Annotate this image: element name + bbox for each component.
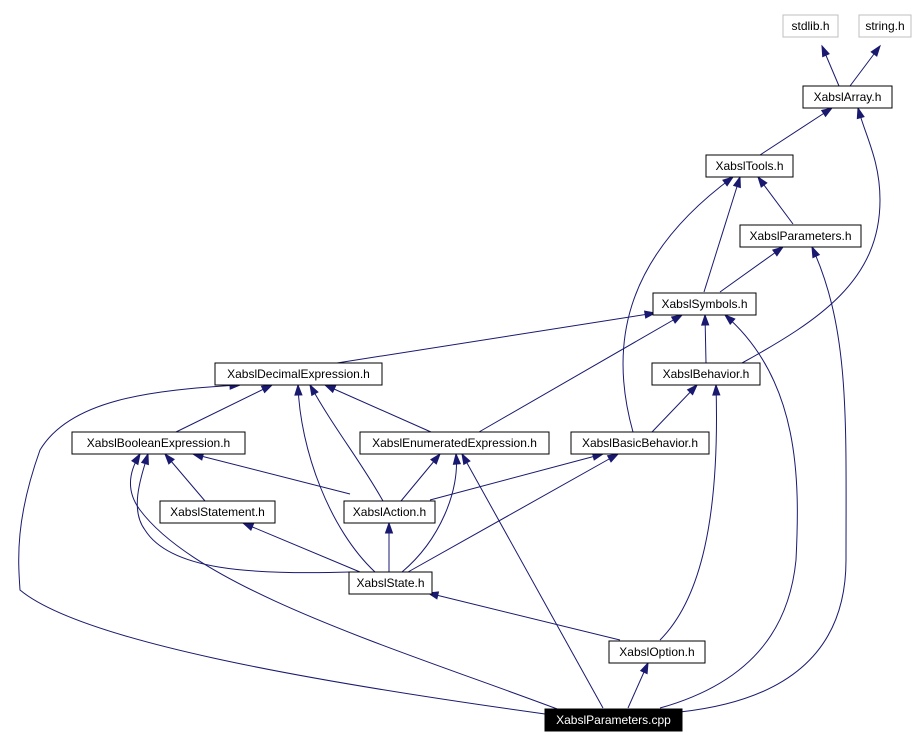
node-tools[interactable]: XabslTools.h xyxy=(705,154,794,178)
node-statement[interactable]: XabslStatement.h xyxy=(159,500,276,524)
edge-behavior-array-arrowhead xyxy=(856,106,865,120)
node-stdlib-label: stdlib.h xyxy=(791,19,829,33)
node-option-label: XabslOption.h xyxy=(619,645,694,659)
edge-tools-array xyxy=(759,107,833,156)
edge-statement-boolean-arrowhead xyxy=(164,452,175,465)
edge-basicbehavior-tools xyxy=(622,176,734,433)
edge-option-behavior xyxy=(659,384,717,641)
edge-enumerated-decimal-arrowhead xyxy=(323,384,337,394)
node-behavior-label: XabslBehavior.h xyxy=(663,367,750,381)
node-state[interactable]: XabslState.h xyxy=(348,571,433,595)
edge-state-boolean xyxy=(136,453,351,574)
node-state-label: XabslState.h xyxy=(356,576,424,590)
edge-tools-array-arrowhead xyxy=(820,107,834,118)
edge-enumerated-decimal xyxy=(324,384,432,433)
edge-array-stdlib-arrowhead xyxy=(821,44,830,58)
node-decimal-expression[interactable]: XabslDecimalExpression.h xyxy=(214,362,383,386)
edge-state-decimal-arrowhead xyxy=(294,383,303,396)
edge-behavior-symbols-arrowhead xyxy=(701,313,710,326)
node-action-label: XabslAction.h xyxy=(353,505,426,519)
node-layer: stdlib.h string.h XabslArray.h XabslTool… xyxy=(71,14,912,732)
edge-state-decimal xyxy=(297,384,376,573)
node-parameters-h[interactable]: XabslParameters.h xyxy=(739,224,862,248)
edge-cpp-symbols xyxy=(659,314,798,709)
edge-symbols-tools xyxy=(703,176,741,293)
node-boolean-expression-label: XabslBooleanExpression.h xyxy=(87,436,230,450)
edge-action-enumerated-arrowhead xyxy=(430,452,441,465)
edge-array-string-arrowhead xyxy=(870,44,881,57)
edge-parameters-tools-arrowhead xyxy=(757,175,768,188)
node-symbols[interactable]: XabslSymbols.h xyxy=(652,292,757,316)
edge-cpp-enumerated xyxy=(461,453,604,709)
edge-layer xyxy=(18,44,881,715)
edge-state-enumerated xyxy=(401,453,458,573)
edge-cpp-parameters xyxy=(679,246,847,713)
edge-symbols-tools-arrowhead xyxy=(732,175,741,189)
node-parameters-cpp[interactable]: XabslParameters.cpp xyxy=(544,708,683,732)
edge-cpp-parameters-arrowhead xyxy=(811,245,821,259)
edge-action-decimal-arrowhead xyxy=(309,383,319,397)
edge-cpp-boolean-arrowhead xyxy=(131,452,141,466)
edge-state-boolean-arrowhead xyxy=(140,452,149,466)
edge-state-statement-arrowhead xyxy=(241,522,255,531)
node-boolean-expression[interactable]: XabslBooleanExpression.h xyxy=(71,431,246,455)
edge-cpp-symbols-arrowhead xyxy=(723,313,736,326)
edge-behavior-array xyxy=(741,107,881,364)
node-basic-behavior[interactable]: XabslBasicBehavior.h xyxy=(570,431,710,455)
edge-state-statement xyxy=(242,522,361,573)
edge-basicbehavior-behavior xyxy=(651,384,698,433)
edge-basicbehavior-tools-arrowhead xyxy=(722,176,735,187)
edge-cpp-enumerated-arrowhead xyxy=(461,452,471,466)
edge-state-basicbehavior-arrowhead xyxy=(606,453,620,463)
edge-state-action-arrowhead xyxy=(384,521,394,534)
edge-symbols-parameters xyxy=(719,246,784,293)
node-array-label: XabslArray.h xyxy=(814,90,882,104)
node-enumerated-expression[interactable]: XabslEnumeratedExpression.h xyxy=(359,431,550,455)
edge-state-enumerated-arrowhead xyxy=(452,452,462,465)
node-decimal-expression-label: XabslDecimalExpression.h xyxy=(227,367,370,381)
edge-enumerated-symbols xyxy=(478,314,683,433)
edge-boolean-decimal xyxy=(175,384,273,433)
node-string[interactable]: string.h xyxy=(858,14,912,38)
edge-option-state xyxy=(427,592,621,641)
edge-action-basicbehavior xyxy=(429,453,604,501)
edge-enumerated-symbols-arrowhead xyxy=(670,314,684,324)
node-action[interactable]: XabslAction.h xyxy=(343,500,436,524)
node-symbols-label: XabslSymbols.h xyxy=(661,297,747,311)
edge-symbols-parameters-arrowhead xyxy=(771,246,785,257)
node-parameters-h-label: XabslParameters.h xyxy=(749,229,851,243)
node-statement-label: XabslStatement.h xyxy=(170,505,265,519)
edge-cpp-boolean xyxy=(130,453,561,711)
edge-action-decimal xyxy=(309,384,384,502)
node-string-label: string.h xyxy=(865,19,904,33)
edge-state-basicbehavior xyxy=(407,453,619,573)
node-parameters-cpp-label: XabslParameters.cpp xyxy=(556,713,671,727)
edge-cpp-decimal xyxy=(18,384,546,715)
edge-action-boolean xyxy=(192,453,351,495)
node-tools-label: XabslTools.h xyxy=(715,159,783,173)
node-basic-behavior-label: XabslBasicBehavior.h xyxy=(582,436,698,450)
edge-boolean-decimal-arrowhead xyxy=(260,384,274,394)
edge-decimal-symbols xyxy=(336,312,656,364)
node-array[interactable]: XabslArray.h xyxy=(802,85,893,109)
edge-basicbehavior-behavior-arrowhead xyxy=(686,383,699,396)
node-stdlib[interactable]: stdlib.h xyxy=(782,14,839,38)
edge-option-behavior-arrowhead xyxy=(712,383,721,396)
edge-decimal-symbols-arrowhead xyxy=(643,310,657,319)
node-option[interactable]: XabslOption.h xyxy=(608,640,706,664)
node-behavior[interactable]: XabslBehavior.h xyxy=(651,362,761,386)
node-enumerated-expression-label: XabslEnumeratedExpression.h xyxy=(372,436,537,450)
edge-cpp-option-arrowhead xyxy=(639,661,649,675)
